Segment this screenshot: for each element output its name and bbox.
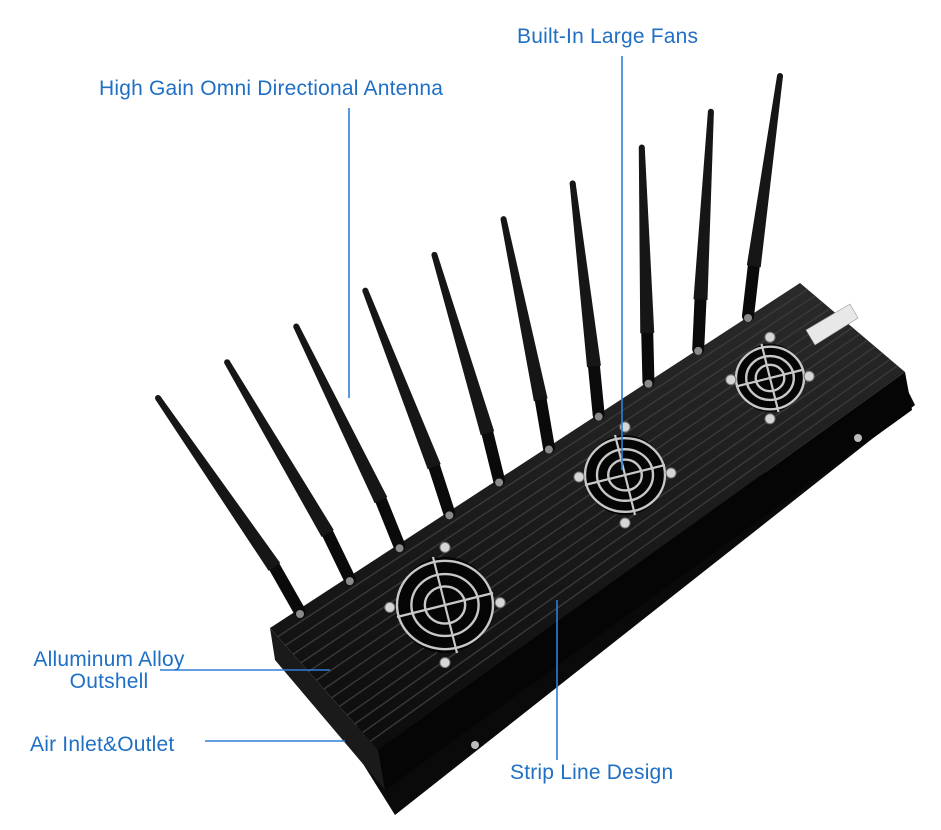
cooling-fan [573, 421, 677, 529]
antenna-connector [481, 427, 506, 487]
fan-guard-ring [745, 354, 796, 402]
mounting-hole [471, 741, 479, 749]
label-built-in-fans: Built-In Large Fans [517, 25, 699, 48]
label-air-inlet-outlet: Air Inlet&Outlet [30, 733, 175, 756]
fan-guard-ring [607, 458, 644, 492]
fan-guard-ring [423, 585, 467, 625]
strip-ridge [292, 301, 823, 655]
antenna-connector [692, 293, 707, 355]
antenna [155, 395, 306, 618]
strip-ridge [362, 358, 891, 734]
strip-ridge [285, 295, 816, 647]
antenna-whip [693, 111, 714, 301]
antenna [569, 180, 605, 421]
fan-screw [384, 601, 396, 613]
antenna-nut [644, 379, 653, 388]
fan-guard-ring [583, 437, 667, 514]
fan-screw [725, 374, 737, 386]
antenna [362, 287, 456, 520]
fan-screw [764, 331, 776, 343]
antenna-whip [155, 396, 281, 571]
fan-guard-strut [431, 556, 459, 654]
antenna-connector [587, 360, 605, 421]
antenna-connector [534, 393, 555, 454]
antenna [293, 323, 406, 553]
antenna-connector [641, 327, 655, 388]
antenna-tip [431, 251, 438, 258]
antenna-nut [445, 511, 454, 520]
fan-screw [439, 657, 451, 669]
antenna [500, 216, 555, 454]
antenna-nut [395, 544, 404, 553]
label-aluminum-line2: Outshell [69, 670, 149, 693]
fan-guard-ring [754, 363, 786, 393]
antenna-connector [742, 260, 760, 322]
label-strip-line: Strip Line Design [510, 761, 674, 784]
mounting-hole [854, 434, 862, 442]
fan-screw [439, 541, 451, 553]
antenna-tip [638, 144, 645, 151]
antenna-nut [744, 314, 752, 322]
fan-guard-ring [395, 559, 495, 651]
antenna-whip [362, 289, 441, 470]
antenna-nut [694, 346, 703, 355]
antenna-nut [345, 577, 354, 586]
antenna-nut [544, 445, 553, 454]
strip-ridge [277, 288, 808, 638]
antenna-whip [746, 75, 783, 268]
antenna [638, 144, 655, 388]
antenna-tip [777, 73, 783, 79]
antenna-tip [293, 323, 300, 330]
antenna-tip [707, 108, 714, 115]
antenna-connector [268, 560, 306, 618]
device-sticker [805, 303, 859, 346]
label-omni-antenna: High Gain Omni Directional Antenna [99, 77, 444, 100]
fan-guard-strut [760, 343, 780, 413]
fan-screw [573, 471, 585, 483]
antenna-connector [428, 460, 456, 520]
antenna-whip [500, 218, 548, 402]
antenna-group [155, 73, 783, 618]
device-side-face [270, 628, 385, 790]
fan-guard-strut [613, 434, 637, 516]
antenna [431, 251, 506, 487]
label-aluminum-outshell: Alluminum Alloy Outshell [18, 649, 200, 693]
antenna-nut [495, 478, 504, 487]
device-end-face [378, 372, 912, 790]
antenna [224, 359, 356, 586]
antenna-tip [155, 395, 161, 401]
antenna-tip [569, 180, 576, 187]
strip-ridge [346, 345, 876, 716]
antenna-whip [293, 325, 388, 504]
antenna-tip [224, 359, 231, 366]
cooling-fan [725, 331, 815, 425]
antenna-nut [296, 610, 304, 618]
antenna-whip [638, 147, 655, 334]
fan-screw [764, 413, 776, 425]
fan-group [384, 331, 815, 669]
antenna-whip [224, 360, 334, 538]
antenna-whip [569, 182, 601, 368]
fan-screw [619, 517, 631, 529]
antenna-connector [321, 527, 356, 586]
antenna [742, 73, 783, 322]
cooling-fan [384, 541, 506, 669]
fan-guard-ring [410, 572, 480, 638]
leader-lines [160, 56, 623, 760]
antenna-tip [500, 216, 507, 223]
strip-ridge [369, 365, 898, 742]
antenna [692, 108, 714, 355]
antenna-nut [594, 412, 603, 421]
fan-screw [494, 597, 506, 609]
label-aluminum-line1: Alluminum Alloy [33, 648, 185, 671]
antenna-connector [374, 494, 406, 553]
antenna-whip [431, 254, 495, 436]
fan-screw [803, 370, 815, 382]
fan-screw [665, 467, 677, 479]
antenna-tip [362, 287, 369, 294]
fan-guard-ring [595, 448, 655, 502]
